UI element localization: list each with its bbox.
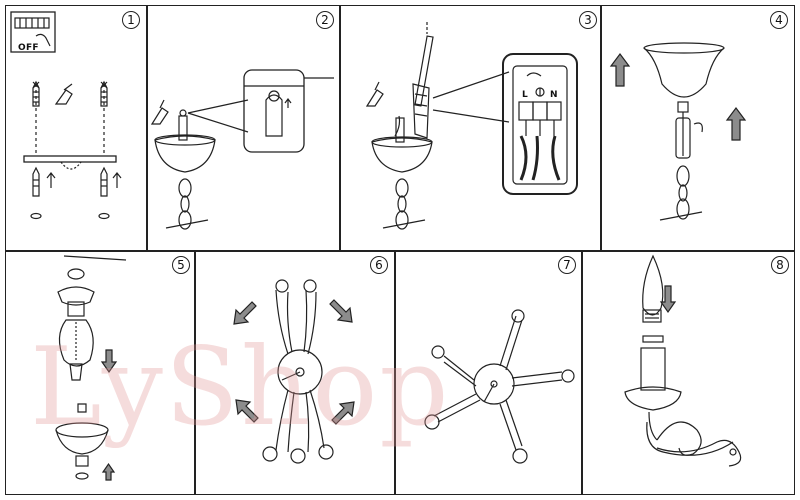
pliers-icon — [56, 84, 72, 104]
step-7-panel: 7 — [395, 251, 582, 495]
candle-arms — [425, 310, 574, 463]
down-arrow-icon — [102, 350, 116, 372]
up-arrow-icon — [611, 54, 629, 86]
step-7-drawing — [396, 252, 582, 495]
up-arrow-icon — [103, 464, 114, 480]
chain-link — [396, 211, 408, 229]
chain-link — [181, 196, 189, 212]
up-arrow-icon — [727, 108, 745, 140]
step-8-panel: 8 — [582, 251, 795, 495]
step-3-drawing — [341, 6, 601, 251]
direction-arrow-icon — [236, 400, 258, 422]
step-1-panel: 1 — [5, 5, 147, 251]
switch-off-label: OFF — [18, 43, 39, 53]
chain-link — [398, 196, 406, 212]
chain-link — [677, 166, 689, 186]
wall-anchor-left — [31, 82, 41, 219]
up-arrow-icon — [47, 173, 55, 188]
wall-anchor-right — [99, 82, 109, 219]
direction-arrow-icon — [234, 302, 256, 324]
terminal-live-label: L — [522, 90, 528, 100]
step-8-drawing — [583, 252, 795, 495]
canopy — [372, 138, 432, 172]
step-2-drawing — [148, 6, 340, 251]
chain-link — [179, 211, 191, 229]
step-5-panel: 5 — [5, 251, 195, 495]
chain-link — [396, 179, 408, 197]
step-5-drawing — [6, 252, 195, 495]
direction-arrow-icon — [332, 402, 354, 424]
candle-sleeve — [641, 348, 665, 390]
column-base — [56, 423, 108, 437]
terminal-block — [413, 84, 429, 138]
step-6-drawing — [196, 252, 395, 495]
pliers-icon — [367, 82, 383, 106]
canopy — [155, 136, 215, 172]
zoom-detail — [244, 70, 304, 152]
mounting-bar — [24, 156, 116, 162]
chain-link — [179, 179, 191, 197]
pliers-icon — [152, 100, 168, 124]
step-4-drawing — [602, 6, 795, 251]
hook-icon — [694, 123, 702, 132]
terminal-neutral-label: N — [550, 90, 558, 100]
direction-arrow-icon — [330, 300, 352, 322]
step-6-panel: 6 — [195, 251, 395, 495]
canopy — [644, 43, 724, 53]
step-4-panel: 4 — [601, 5, 795, 251]
step-3-panel: 3 L — [340, 5, 601, 251]
nut — [76, 456, 88, 466]
step-2-panel: 2 — [147, 5, 340, 251]
chain-link — [68, 269, 84, 279]
up-arrow-icon — [285, 99, 291, 108]
candle-bulb-icon — [643, 256, 663, 315]
hook-icon — [180, 110, 186, 116]
up-arrow-icon — [113, 173, 121, 188]
